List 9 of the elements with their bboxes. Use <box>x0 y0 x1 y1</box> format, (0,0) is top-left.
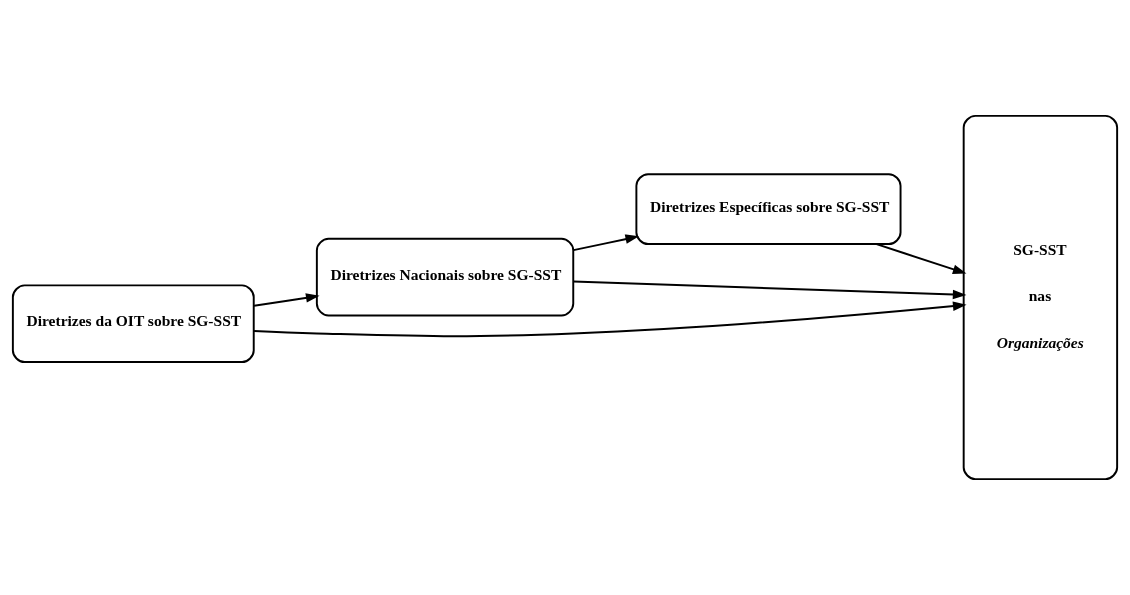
arrow <box>252 301 967 338</box>
node-box: Diretrizes Nacionais sobre SG-SST <box>315 237 575 317</box>
node-box: SG-SST nas Organizações <box>962 114 1119 481</box>
arrow <box>572 280 967 300</box>
node-box: Diretrizes da OIT sobre SG-SST <box>11 284 255 364</box>
node-box: Diretrizes Específicas sobre SG-SST <box>635 173 902 246</box>
arrow <box>875 243 967 274</box>
arrow <box>253 293 320 307</box>
arrow <box>572 234 640 252</box>
